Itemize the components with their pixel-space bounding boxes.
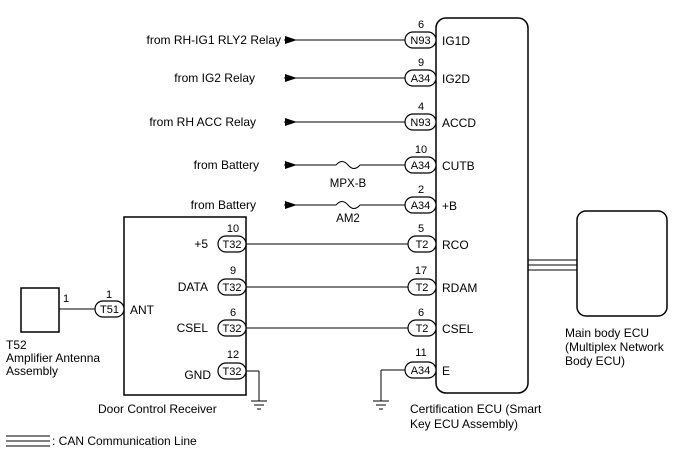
input-row-0: from RH-IG1 RLY2 Relay 6 N93 IG1D [147,19,470,49]
receiver-pin: 6 [230,307,236,319]
receiver-link-2: CSEL 6 T32 6 T2 CSEL [177,307,474,337]
input-source: from RH ACC Relay [149,115,256,129]
legend-label: : CAN Communication Line [52,434,197,448]
antenna-connector-pill [94,300,125,318]
ecu-terminal: RDAM [442,281,477,295]
input-connector-pill [404,156,437,174]
amplifier-antenna-box [20,287,60,333]
input-row-2: from RH ACC Relay 4 N93 ACCD [149,101,476,131]
receiver-link-1: DATA 9 T32 17 T2 RDAM [178,265,477,296]
amplifier-label-1: Amplifier Antenna [6,351,100,365]
receiver-connector: T32 [223,239,242,251]
fuse-symbol [335,201,361,209]
ecu-ground-pin: 11 [415,347,426,359]
input-terminal: +B [442,199,457,213]
input-terminal: ACCD [442,116,476,130]
receiver-terminal: DATA [178,280,208,294]
receiver-terminal: +5 [194,237,208,251]
input-terminal: IG2D [442,72,470,86]
ecu-terminal: CSEL [442,322,474,336]
receiver-terminal: CSEL [177,321,209,335]
can-communication-line [528,259,577,271]
ecu-connector-pill [407,235,437,253]
ecu-connector: T2 [416,239,429,251]
ecu-pin: 6 [418,307,424,319]
ground-icon [251,400,267,410]
input-source: from RH-IG1 RLY2 Relay [147,33,281,47]
fuse-label: MPX-B [330,178,367,190]
ecu-terminal: RCO [442,238,469,252]
fuse-symbol [335,161,361,169]
receiver-ground-terminal: GND [184,368,211,382]
input-pin: 2 [418,184,424,196]
input-pin: 9 [418,57,424,69]
input-terminal: CUTB [442,159,475,173]
receiver-ground-pin: 12 [227,349,239,361]
ecu-ground-terminal: E [442,364,450,378]
main-body-ecu-label-2: (Multiplex Network [565,340,665,354]
ecu-pin: 5 [418,223,424,235]
input-connector: A34 [411,160,431,172]
receiver-pin: 9 [230,265,236,277]
receiver-ground: GND 12 T32 [184,349,267,410]
certification-ecu-label-2: Key ECU Assembly) [410,417,518,431]
input-row-4: from Battery AM2 2 A34 +B [191,184,457,225]
ground-icon [373,400,389,410]
input-connector-pill [404,196,437,214]
input-terminal: IG1D [442,34,470,48]
ecu-connector: T2 [416,323,429,335]
input-source: from Battery [191,198,256,212]
antenna-terminal: ANT [130,303,155,317]
main-body-ecu-label-1: Main body ECU [565,326,649,340]
input-connector: N93 [410,117,430,129]
input-connector-pill [404,31,437,49]
main-body-ecu-label-3: Body ECU) [565,354,625,368]
input-connector: N93 [410,35,430,47]
fuse-label: AM2 [336,213,360,225]
input-pin: 10 [415,144,427,156]
receiver-link-0: +5 10 T32 5 T2 RCO [194,223,469,253]
input-connector: A34 [411,73,431,85]
ecu-ground: 11 A34 E [373,347,450,410]
ecu-pin: 17 [415,265,427,277]
receiver-pin: 10 [227,223,239,235]
certification-ecu-label-1: Certification ECU (Smart [410,402,542,416]
receiver-connector: T32 [223,323,242,335]
receiver-connector: T32 [223,282,242,294]
receiver-ground-connector: T32 [223,366,242,378]
antenna-link: 1 1 T51 ANT [59,289,155,318]
input-connector-pill [404,69,437,87]
input-row-3: from Battery MPX-B 10 A34 CUTB [194,144,475,190]
door-control-receiver-label: Door Control Receiver [98,402,217,416]
ecu-ground-connector: A34 [411,365,431,377]
ecu-connector-pill [407,319,437,337]
input-source: from Battery [194,158,259,172]
antenna-connector: T51 [100,304,119,316]
input-row-1: from IG2 Relay 9 A34 IG2D [174,57,470,87]
antenna-left-pin: 1 [63,293,69,305]
legend: : CAN Communication Line [6,434,197,448]
amplifier-code: T52 [6,338,27,352]
ecu-connector: T2 [416,282,429,294]
input-connector: A34 [411,200,431,212]
main-body-ecu-box [576,210,668,317]
ecu-connector-pill [407,278,437,296]
input-source: from IG2 Relay [174,71,255,85]
input-pin: 4 [418,101,424,113]
input-connector-pill [404,113,437,131]
amplifier-label-2: Assembly [6,364,58,378]
input-pin: 6 [418,19,424,31]
antenna-right-pin: 1 [106,289,112,301]
